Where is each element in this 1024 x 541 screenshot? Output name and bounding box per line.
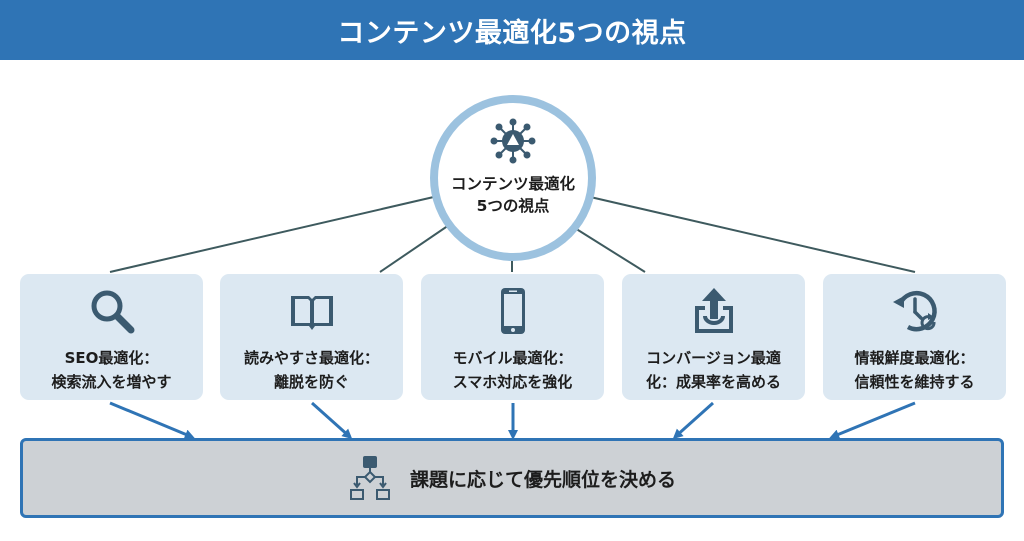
- perspective-card-mobile: モバイル最適化： スマホ対応を強化: [421, 274, 604, 400]
- perspective-description: 化：成果率を高める: [645, 373, 781, 391]
- arrow-seo: [109, 401, 195, 439]
- perspective-label: 情報鮮度最適化： 信頼性を維持する: [827, 346, 1002, 394]
- perspective-description: 離脱を防ぐ: [273, 373, 349, 391]
- perspective-card-seo: SEO最適化： 検索流入を増やす: [20, 274, 203, 400]
- connector-line-freshness: [585, 195, 916, 273]
- perspective-title: モバイル最適化：: [452, 349, 573, 367]
- perspective-description: 信頼性を維持する: [854, 373, 975, 391]
- title-banner: コンテンツ最適化5つの視点: [0, 0, 1024, 60]
- central-hub: コンテンツ最適化5つの視点: [430, 95, 596, 261]
- perspective-card-readability: 読みやすさ最適化： 離脱を防ぐ: [220, 274, 403, 400]
- search-icon: [91, 290, 134, 334]
- perspective-title: 読みやすさ最適化：: [243, 349, 379, 367]
- perspective-title: コンバージョン最適: [646, 349, 781, 367]
- perspective-title: SEO最適化：: [64, 349, 159, 367]
- priority-result-box: 課題に応じて優先順位を決める: [20, 438, 1004, 518]
- page-title: コンテンツ最適化5つの視点: [337, 17, 687, 49]
- flowchart-icon: [349, 456, 390, 500]
- upload-icon: [694, 288, 733, 333]
- arrow-conversion: [672, 401, 715, 440]
- perspective-description: スマホ対応を強化: [452, 373, 573, 391]
- connector-line-seo: [109, 195, 439, 273]
- perspective-description: 検索流入を増やす: [51, 373, 172, 391]
- perspective-label: SEO最適化： 検索流入を増やす: [24, 346, 199, 394]
- arrow-freshness: [829, 401, 916, 439]
- perspective-label: コンバージョン最適 化：成果率を高める: [626, 346, 801, 394]
- hub-network-icon: [490, 118, 536, 164]
- result-label: 課題に応じて優先順位を決める: [409, 468, 676, 491]
- perspective-label: 読みやすさ最適化： 離脱を防ぐ: [224, 346, 399, 394]
- history-clock-icon: [892, 290, 937, 332]
- perspective-card-conversion: コンバージョン最適 化：成果率を高める: [622, 274, 805, 400]
- book-icon: [290, 296, 333, 330]
- perspective-title: 情報鮮度最適化：: [854, 349, 975, 367]
- connector-line-conversion: [569, 224, 646, 273]
- perspective-label: モバイル最適化： スマホ対応を強化: [425, 346, 600, 394]
- hub-label: コンテンツ最適化5つの視点: [450, 175, 575, 215]
- arrow-readability: [310, 401, 353, 440]
- connector-line-readability: [379, 222, 453, 273]
- perspective-card-freshness: 情報鮮度最適化： 信頼性を維持する: [823, 274, 1006, 400]
- smartphone-icon: [500, 288, 525, 334]
